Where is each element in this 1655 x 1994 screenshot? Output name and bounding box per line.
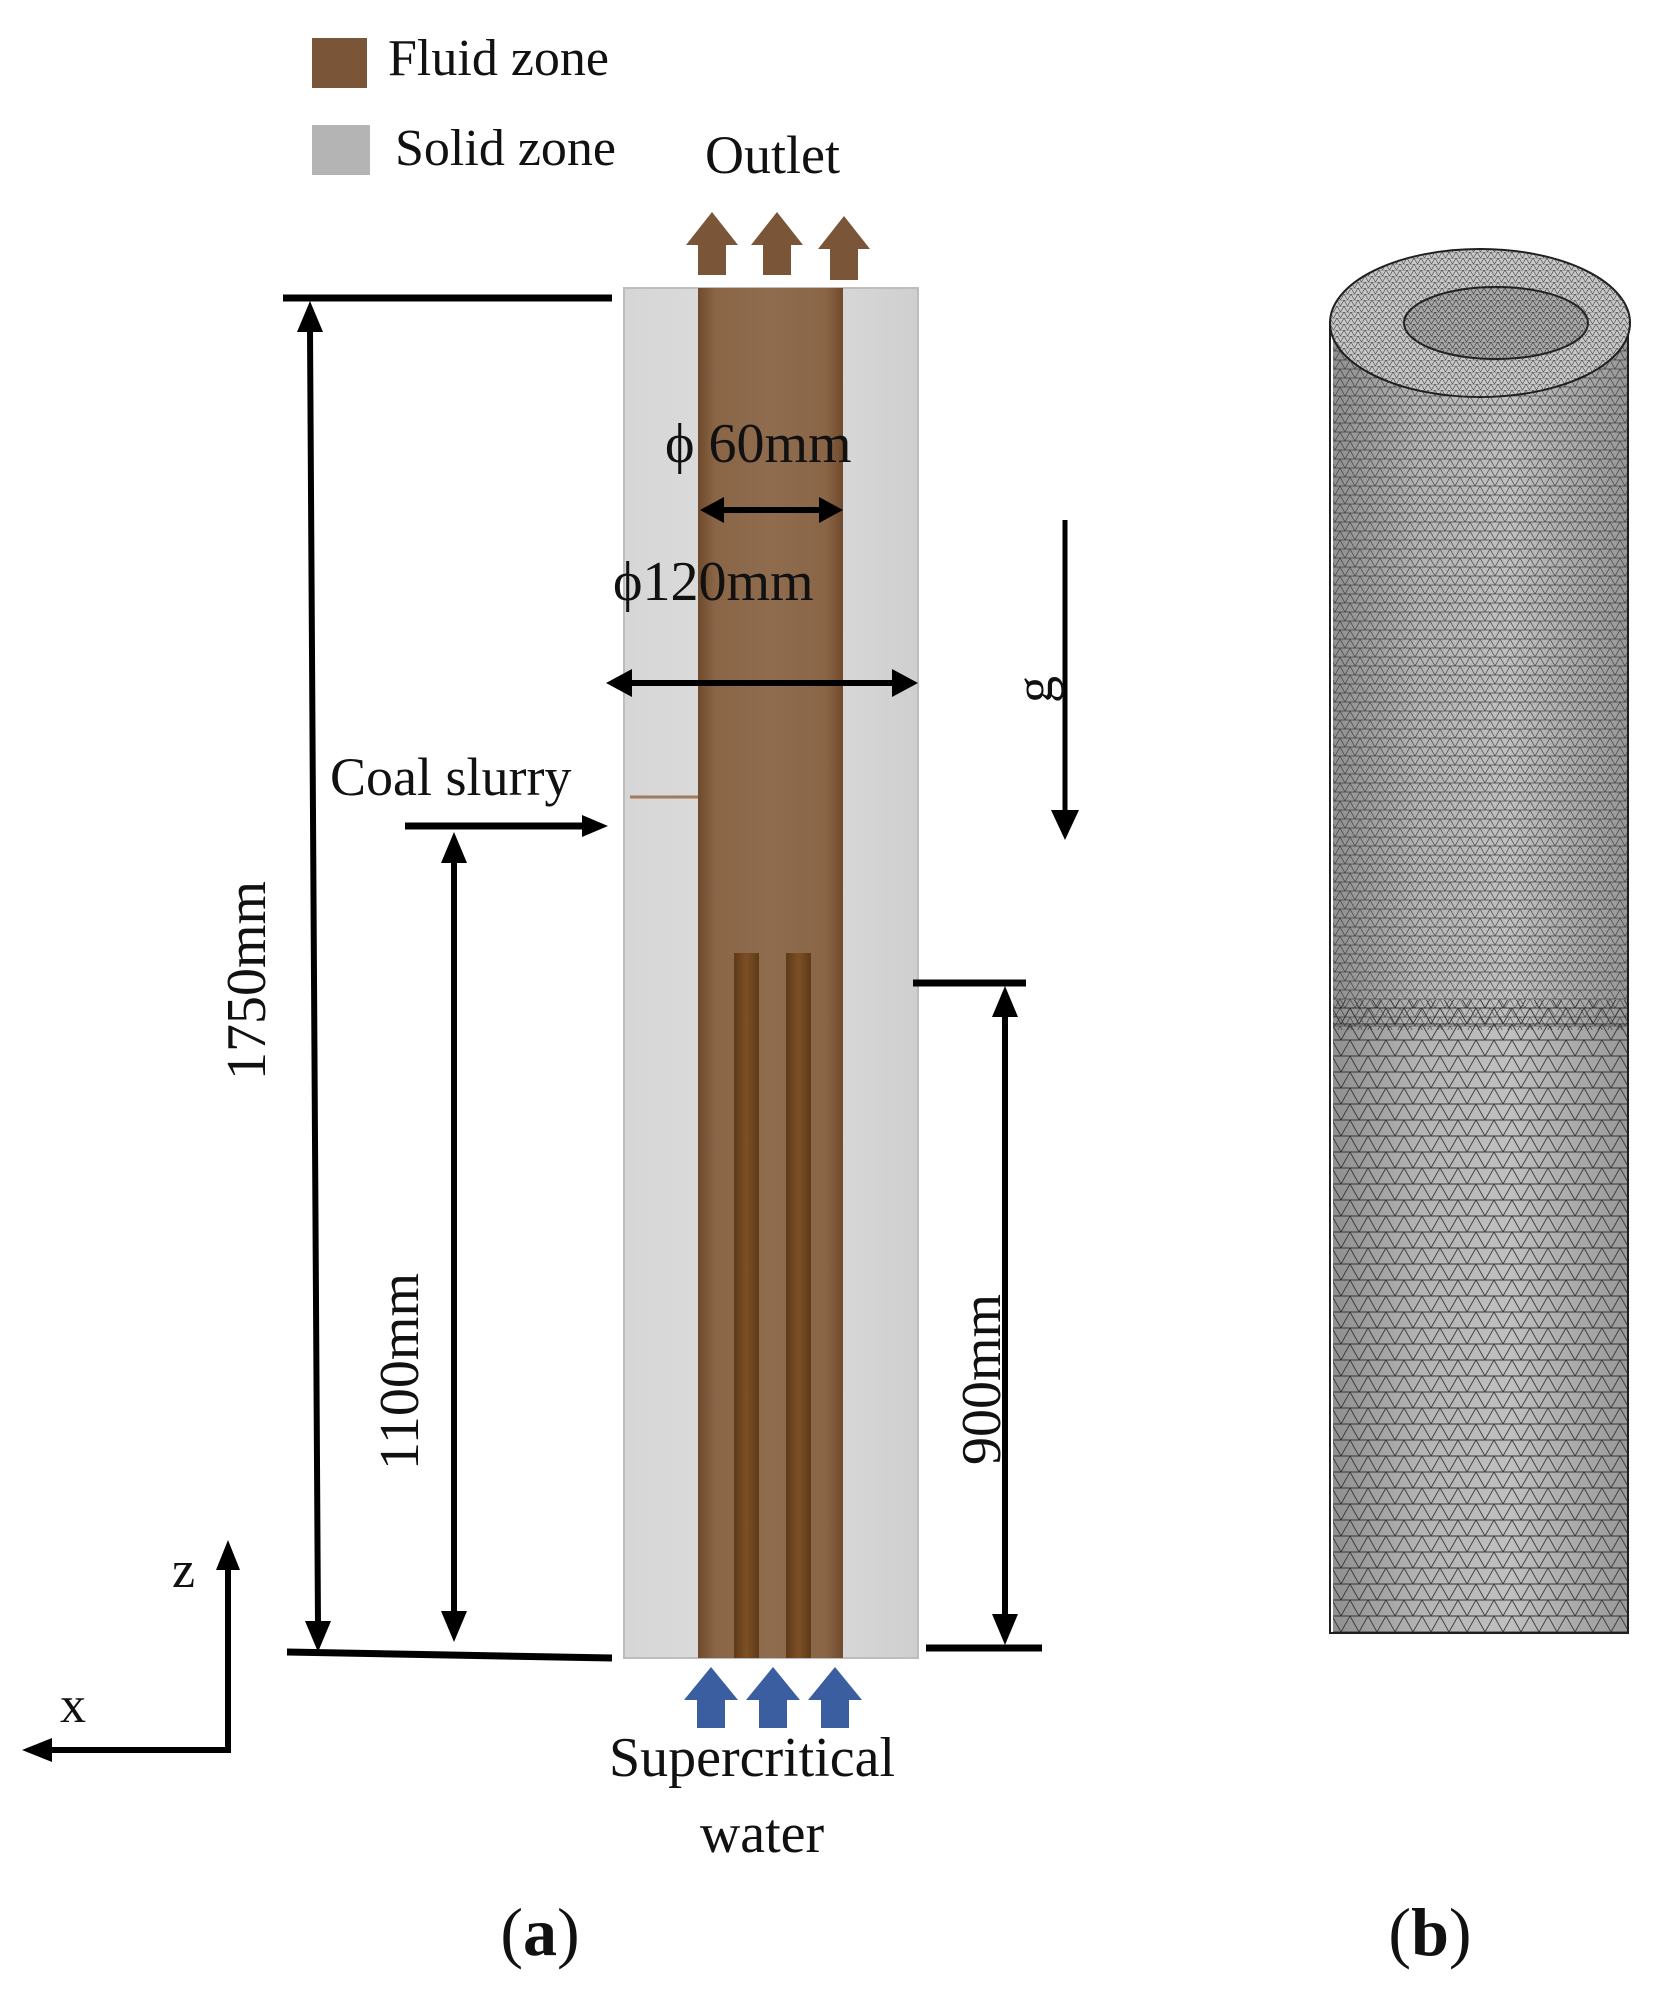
inlet-arrow-icon	[746, 1667, 800, 1728]
caption-b: (b)	[1388, 1894, 1471, 1970]
legend-fluid-label: Fluid zone	[388, 30, 609, 87]
axis-x-label: x	[60, 1677, 86, 1734]
slurry-height-dimension	[441, 832, 467, 1642]
outlet-label: Outlet	[705, 125, 840, 185]
inner-diameter-label: ϕ 60mm	[665, 413, 852, 475]
outlet-arrow-icon	[751, 212, 803, 275]
inlet-label-line1: Supercritical	[609, 1727, 895, 1789]
inlet-arrow-icon	[684, 1667, 738, 1728]
legend: Fluid zone Solid zone	[312, 30, 616, 177]
coal-slurry-label: Coal slurry	[330, 747, 571, 807]
gravity-arrow	[1051, 520, 1079, 840]
axis-z-label: z	[172, 1542, 195, 1599]
coordinate-axes	[22, 1540, 240, 1762]
legend-solid-swatch	[312, 125, 370, 175]
inner-diameter-arrow	[700, 497, 843, 523]
gravity-label: g	[1004, 676, 1064, 703]
inlet-arrow-icon	[808, 1667, 862, 1728]
outlet-arrows	[686, 212, 870, 280]
total-length-label: 1750mm	[216, 881, 278, 1080]
total-length-dimension	[283, 294, 613, 1662]
legend-fluid-swatch	[312, 38, 367, 88]
inner-pipe-left	[734, 953, 759, 1658]
outer-diameter-label: ϕ120mm	[613, 551, 814, 613]
outer-diameter-arrow	[606, 669, 918, 697]
reactor-section	[623, 287, 919, 1659]
coal-slurry-arrow	[405, 815, 608, 837]
mesh-cylinder	[1329, 248, 1631, 1634]
legend-solid-label: Solid zone	[395, 120, 616, 177]
outlet-arrow-icon	[686, 212, 738, 275]
inlet-arrows	[684, 1667, 862, 1728]
inlet-label-line2: water	[700, 1803, 825, 1865]
outlet-arrow-icon	[818, 216, 870, 280]
inner-pipe-right	[786, 953, 811, 1658]
fluid-channel	[698, 288, 843, 1658]
inner-pipe-length-dimension	[913, 979, 1042, 1652]
slurry-height-label: 1100mm	[369, 1273, 431, 1470]
inner-pipe-length-label: 900mm	[951, 1294, 1013, 1465]
caption-a: (a)	[500, 1894, 579, 1970]
